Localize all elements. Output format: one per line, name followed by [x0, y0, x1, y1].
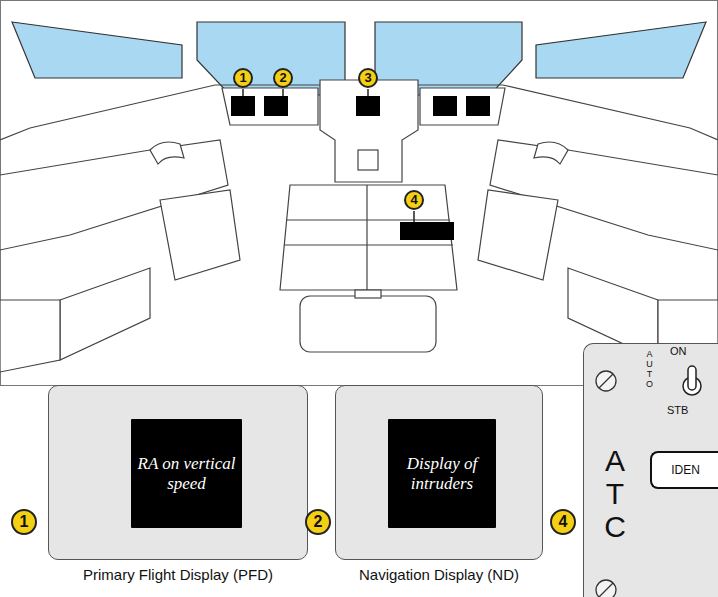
callout-number: 4 — [550, 509, 576, 535]
callout-number: 2 — [273, 68, 293, 88]
display-screen: Display of intruders — [388, 419, 496, 528]
illustration-shape — [284, 244, 453, 245]
callout-number: 4 — [404, 190, 424, 210]
display-panel: Navigation Display (ND)Display of intrud… — [335, 385, 543, 560]
screw — [596, 371, 616, 391]
illustration-shape — [366, 185, 367, 290]
switch-label: AUTO — [645, 350, 654, 390]
illustration-shape — [1, 1, 718, 386]
display-screen: RA on vertical speed — [131, 419, 242, 528]
leader-lines — [243, 89, 414, 222]
illustration-shape — [150, 142, 184, 164]
panel-title: ATC — [600, 444, 630, 543]
panel-caption: Navigation Display (ND) — [336, 566, 542, 583]
illustration-shape — [300, 296, 436, 352]
illustration-shape — [355, 290, 381, 298]
screw-slot — [599, 583, 613, 597]
toggle-lever — [688, 366, 696, 390]
switch-label: STB — [667, 404, 688, 416]
illustration-shape — [466, 96, 490, 116]
illustration-shape — [0, 300, 60, 372]
illustration-shape — [478, 190, 558, 280]
illustration-shape — [400, 222, 454, 240]
switch-label: ON — [670, 345, 687, 357]
illustration-shape — [413, 211, 415, 222]
illustration-shape — [286, 219, 450, 220]
illustration-shape — [222, 88, 318, 125]
illustration-shape — [60, 268, 150, 360]
illustration-shape — [242, 89, 244, 96]
illustration-shape — [356, 96, 380, 116]
illustration-shape — [420, 88, 505, 125]
illustration-shape — [320, 80, 418, 182]
illustration-shape — [536, 22, 706, 78]
illustration-shape — [160, 190, 240, 280]
illustration-shape — [12, 22, 182, 78]
screw — [596, 580, 616, 597]
illustration-shape — [534, 142, 568, 164]
illustration-shape — [433, 96, 457, 116]
display-panel: Primary Flight Display (PFD)RA on vertic… — [48, 385, 308, 560]
callout-number: 1 — [11, 509, 37, 535]
button-text: IDEN — [665, 463, 706, 477]
illustration-shape — [231, 96, 255, 116]
ident-button: IDEN — [650, 451, 718, 489]
screen-text: RA on vertical speed — [131, 448, 242, 499]
panel-caption: Primary Flight Display (PFD) — [49, 566, 307, 583]
screen-text: Display of intruders — [388, 448, 496, 499]
callout-number: 2 — [305, 509, 331, 535]
callout-number: 3 — [358, 68, 378, 88]
illustration-shape — [264, 96, 288, 116]
display-screens — [231, 96, 490, 240]
screw-slot — [599, 374, 613, 388]
illustration-shape — [282, 89, 284, 96]
callout-number: 1 — [233, 68, 253, 88]
illustration-shape — [367, 89, 369, 96]
illustration-shape — [280, 185, 457, 290]
cockpit-lines — [0, 80, 718, 372]
illustration-shape — [358, 150, 378, 170]
